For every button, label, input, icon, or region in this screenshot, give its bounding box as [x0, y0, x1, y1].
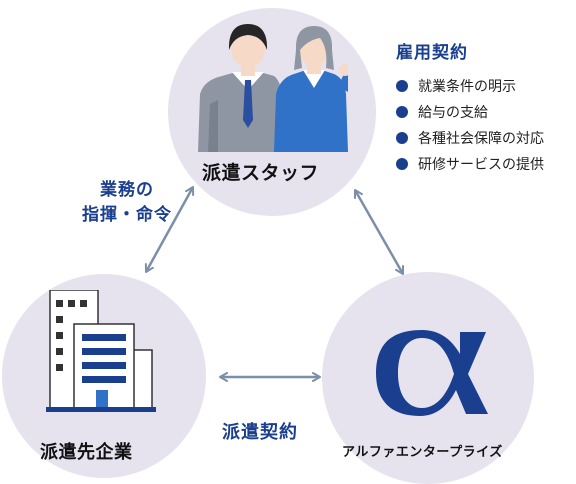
staff-people-icon	[198, 24, 348, 152]
employment-contract-box: 雇用契約 就業条件の明示 給与の支給 各種社会保障の対応 研修サービスの提供	[396, 38, 576, 177]
command-line-2: 指揮・命令	[82, 205, 172, 225]
employment-contract-title: 雇用契約	[396, 43, 468, 63]
employment-term-item: 給与の支給	[396, 99, 576, 125]
employment-term-item: 就業条件の明示	[396, 73, 576, 99]
bullet-icon	[396, 158, 408, 170]
employment-term-text: 各種社会保障の対応	[418, 131, 544, 147]
bullet-icon	[396, 132, 408, 144]
bullet-icon	[396, 80, 408, 92]
employment-term-text: 就業条件の明示	[418, 79, 516, 95]
employment-terms-list: 就業条件の明示 給与の支給 各種社会保障の対応 研修サービスの提供	[396, 73, 576, 177]
employment-term-text: 研修サービスの提供	[418, 157, 544, 173]
dispatch-contract-label: 派遣契約	[222, 422, 298, 443]
command-line-1: 業務の	[100, 180, 154, 200]
employment-term-text: 給与の支給	[418, 105, 488, 121]
employment-arrow	[353, 189, 405, 275]
staff-label: 派遣スタッフ	[202, 162, 320, 184]
alpha-enterprise-circle	[322, 272, 534, 484]
employment-term-item: 各種社会保障の対応	[396, 125, 576, 151]
employment-term-item: 研修サービスの提供	[396, 151, 576, 177]
alpha-logo	[376, 330, 488, 416]
command-relation-label: 業務の 指揮・命令	[72, 178, 182, 228]
building-icon	[46, 290, 156, 412]
client-company-label: 派遣先企業	[40, 442, 133, 463]
bullet-icon	[396, 106, 408, 118]
alpha-enterprise-label: アルファエンタープライズ	[342, 445, 503, 460]
command-arrow	[144, 186, 195, 273]
